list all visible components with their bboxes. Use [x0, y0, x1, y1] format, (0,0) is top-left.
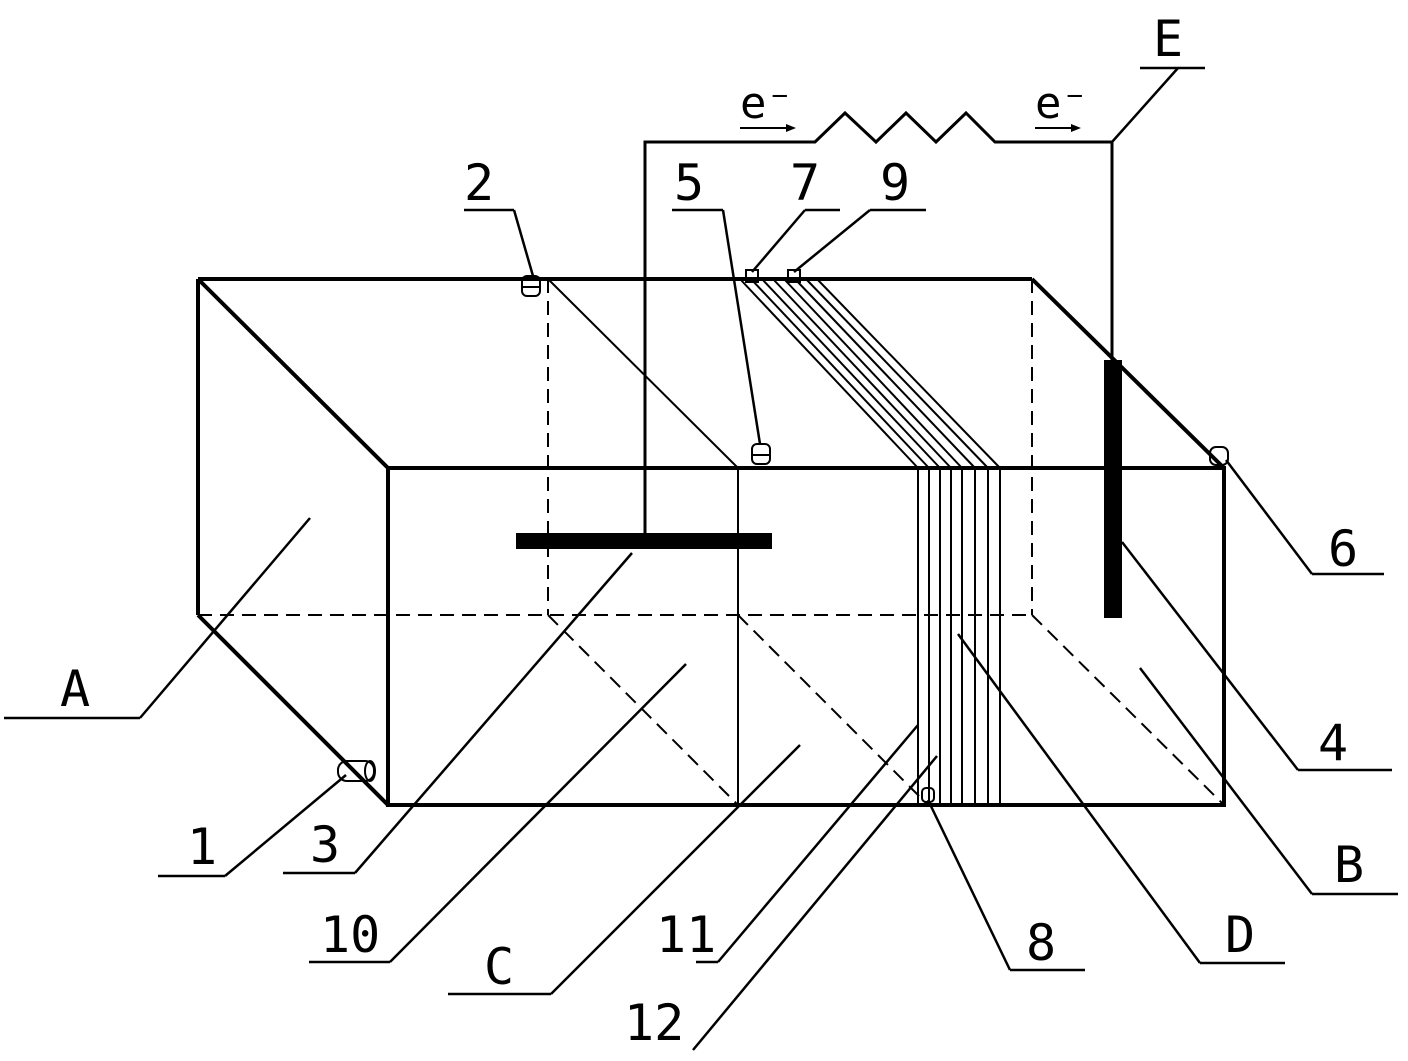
label-4: 4	[1318, 714, 1348, 772]
label-11: 11	[656, 906, 716, 964]
electrode-4	[1104, 360, 1122, 618]
label-10: 10	[320, 906, 380, 964]
label-7: 7	[790, 154, 820, 212]
electron-arrow-left: e⁻	[740, 78, 796, 132]
label-A: A	[60, 660, 90, 718]
hidden-edges	[198, 279, 1225, 806]
label-8: 8	[1026, 914, 1056, 972]
port-6	[1209, 446, 1229, 466]
label-2: 2	[464, 154, 494, 212]
electron-arrow-right: e⁻	[1035, 78, 1088, 132]
label-9: 9	[880, 154, 910, 212]
port-2	[521, 275, 541, 297]
svg-text:e⁻: e⁻	[740, 78, 793, 129]
label-E: E	[1153, 10, 1183, 68]
leaders	[4, 208, 1398, 1051]
partition-wall	[547, 278, 929, 806]
box-left-face	[196, 279, 390, 807]
label-12: 12	[624, 994, 684, 1052]
label-5: 5	[674, 154, 704, 212]
svg-text:e⁻: e⁻	[1035, 78, 1088, 129]
port-7	[745, 269, 759, 283]
label-D: D	[1225, 906, 1255, 964]
labels: A 1 3 10 C 11 12 8 D B 4 6 2 5 7 9 E	[60, 10, 1364, 1052]
external-circuit	[643, 66, 1205, 533]
label-B: B	[1334, 836, 1364, 894]
label-3: 3	[310, 816, 340, 874]
port-9	[787, 269, 801, 283]
box-top-face	[196, 277, 1226, 470]
membrane-stack	[739, 278, 1001, 805]
port-5	[751, 443, 771, 465]
label-C: C	[484, 938, 514, 996]
label-1: 1	[187, 818, 217, 876]
box-front-face	[386, 466, 1226, 807]
label-6: 6	[1328, 520, 1358, 578]
electrode-3	[516, 533, 772, 549]
port-1	[337, 760, 376, 782]
